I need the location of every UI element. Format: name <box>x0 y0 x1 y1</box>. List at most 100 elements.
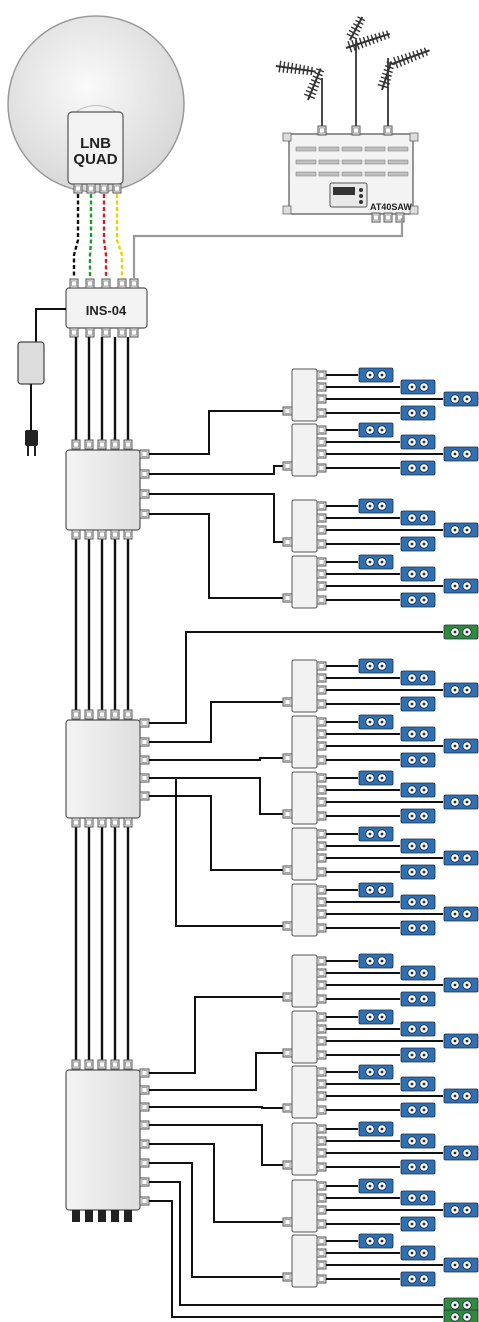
splitter-feed <box>149 493 283 543</box>
tv-outlet-icon <box>358 1121 394 1137</box>
splitter-output <box>316 449 327 459</box>
lnb-cables <box>72 194 124 278</box>
splitter-output <box>316 1079 327 1089</box>
tv-outlet-icon <box>358 714 394 730</box>
switch-output-port <box>117 327 127 338</box>
tv-outlet-icon <box>443 682 479 698</box>
ins04-switch: INS-04 <box>65 278 148 338</box>
tv-outlet-icon <box>400 592 436 608</box>
tv-outlet-icon <box>358 882 394 898</box>
splitter-input <box>282 1217 293 1227</box>
tv-outlet-icon <box>358 367 394 383</box>
amp-vent <box>341 171 363 177</box>
lnb-cable <box>72 194 80 278</box>
splitter-output <box>316 661 327 671</box>
splitter-feed <box>149 996 283 1074</box>
splitter-input <box>282 1272 293 1282</box>
splitter-output <box>316 797 327 807</box>
splitter <box>149 1162 479 1288</box>
tv-outlet-icon <box>443 977 479 993</box>
splitter-output <box>316 980 327 990</box>
radio-cable <box>149 1200 443 1318</box>
lnb-label-line1: LNB <box>80 135 111 152</box>
splitter-output <box>316 525 327 535</box>
amp-vent <box>295 171 317 177</box>
amp-output-port <box>383 212 393 223</box>
splitter-output <box>316 1162 327 1172</box>
amplifier-label: AT40SAW <box>370 202 412 212</box>
multiswitch-input-port <box>71 439 81 450</box>
splitter-input <box>282 1103 293 1113</box>
splitter-output <box>316 382 327 392</box>
multiswitch-side-port <box>139 791 150 801</box>
tv-outlet-icon <box>443 1257 479 1273</box>
splitter-feed <box>149 701 283 743</box>
splitter-feed <box>149 1106 283 1109</box>
tv-outlet-icon <box>358 1009 394 1025</box>
splitter <box>149 422 479 477</box>
multiswitch-input-port <box>123 1059 133 1070</box>
splitter-output <box>316 811 327 821</box>
splitter-feed <box>149 1052 283 1091</box>
terminator <box>124 1210 132 1222</box>
splitter-output <box>316 829 327 839</box>
multiswitch-side-port <box>139 1177 150 1187</box>
splitter <box>149 795 479 881</box>
tv-outlet-icon <box>443 906 479 922</box>
tv-outlet-icon <box>400 434 436 450</box>
amp-vent <box>387 146 409 152</box>
tv-outlet-icon <box>358 1178 394 1194</box>
multiswitch-input-port <box>97 709 107 720</box>
lnb-port <box>86 183 96 194</box>
splitter <box>149 1064 479 1119</box>
terrestrial-cable <box>132 218 404 278</box>
splitter-output <box>316 853 327 863</box>
tv-outlet-icon <box>400 894 436 910</box>
multiswitch-side-port <box>139 755 150 765</box>
multiswitch-side-port <box>139 1085 150 1095</box>
multiswitch-side-port <box>139 1102 150 1112</box>
tv-outlet-icon <box>400 1216 436 1232</box>
amp-vent <box>341 159 363 165</box>
amp-vent <box>318 159 340 165</box>
multiswitch-input-port <box>71 1059 81 1070</box>
splitter-output <box>316 755 327 765</box>
splitter-output <box>316 729 327 739</box>
terminator <box>111 1210 119 1222</box>
tv-outlet-icon <box>358 953 394 969</box>
multiswitch-side-port <box>139 449 150 459</box>
tv-outlet-icon <box>358 554 394 570</box>
splitter-input <box>282 461 293 471</box>
multiswitch-side-port <box>139 1139 150 1149</box>
amp-output-port <box>395 212 405 223</box>
splitter-output <box>316 425 327 435</box>
splitter-output <box>316 1181 327 1191</box>
multiswitch-side-port <box>139 1068 150 1078</box>
tv-outlet-icon <box>400 405 436 421</box>
splitter-output <box>316 741 327 751</box>
lnb-port <box>112 183 122 194</box>
tv-outlet-icon <box>400 1021 436 1037</box>
splitter-output <box>316 513 327 523</box>
tv-outlet-icon <box>400 1271 436 1287</box>
terrestrial-amplifier: AT40SAW <box>282 125 419 223</box>
tv-outlet-icon <box>443 1088 479 1104</box>
tv-outlet-icon <box>358 498 394 514</box>
splitter-output <box>316 557 327 567</box>
splitter <box>149 493 479 553</box>
splitter-output <box>316 1148 327 1158</box>
tv-outlet-icon <box>443 522 479 538</box>
multiswitch-input-port <box>123 439 133 450</box>
splitter <box>149 953 479 1074</box>
switch-output-port <box>85 327 95 338</box>
tv-outlet-icon <box>443 794 479 810</box>
multiswitch-output-port <box>123 817 133 828</box>
splitter <box>149 658 479 743</box>
splitter-output <box>316 1260 327 1270</box>
splitter-feed <box>149 1162 283 1278</box>
splitter-feed <box>149 465 283 475</box>
switch-output-port <box>69 327 79 338</box>
splitter-feed <box>149 777 283 927</box>
splitter-output <box>316 968 327 978</box>
amp-vent <box>387 171 409 177</box>
